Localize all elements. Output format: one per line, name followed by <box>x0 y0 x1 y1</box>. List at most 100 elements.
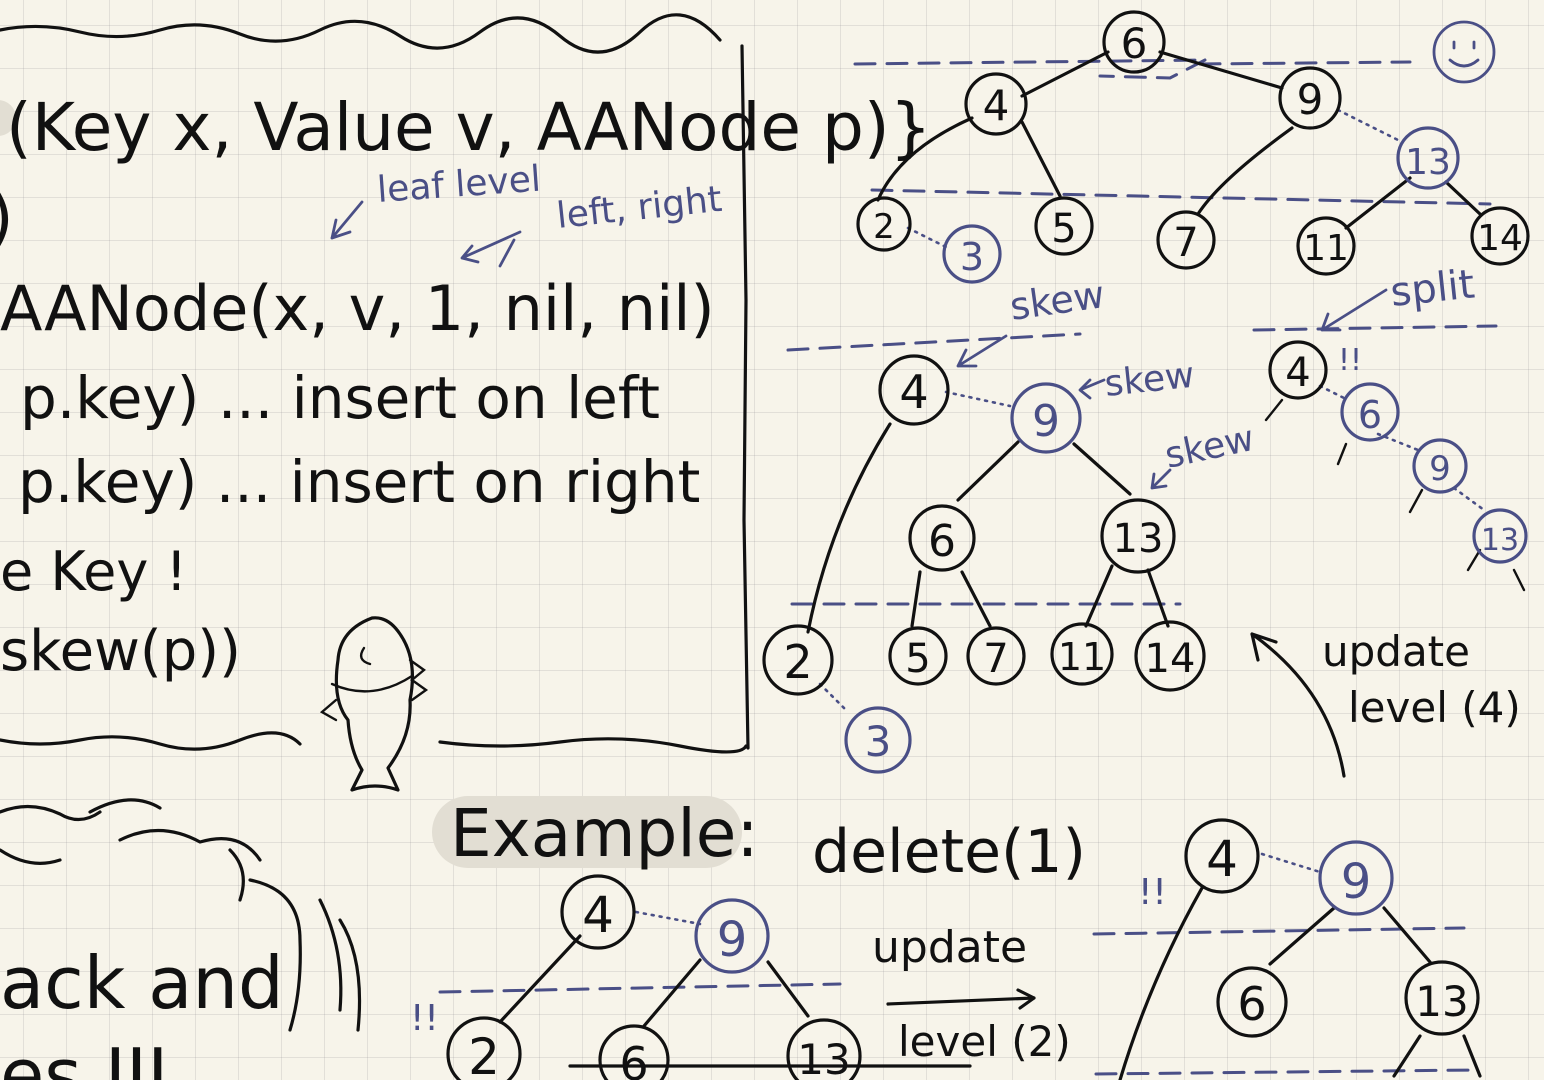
example-right-level-line <box>1092 926 1466 936</box>
smiley-doodle <box>1432 20 1496 84</box>
example-node-13 <box>786 1018 862 1080</box>
mid-node-5 <box>888 626 948 686</box>
mid-node-3 <box>844 706 912 774</box>
tree-top-node-5 <box>1034 196 1094 256</box>
example-label-4: 4 <box>582 886 614 944</box>
note-skew-2: skew <box>1103 355 1197 405</box>
update-note-line1: update <box>1322 627 1470 676</box>
split-label-4: 4 <box>1285 350 1310 396</box>
signature-highlight <box>0 100 16 136</box>
insert-right-line: p.key) ... insert on right <box>18 448 700 516</box>
note-left-right: left, right <box>555 179 724 237</box>
tree-top-label-3: 3 <box>960 235 984 279</box>
box-bottom-border-right <box>438 737 748 754</box>
signature-text: (Key x, Value v, AANode p)} <box>6 89 932 166</box>
example-right-label-13: 13 <box>1415 977 1468 1026</box>
tree-top-node-4 <box>964 72 1028 136</box>
example-update-line1: update <box>872 922 1027 973</box>
example-right-label-6: 6 <box>1237 977 1266 1031</box>
code-box: (Key x, Value v, AANode p)} ) leaf level… <box>0 13 932 792</box>
split-node-13 <box>1472 508 1528 564</box>
example-title: Example: <box>450 795 759 872</box>
mid-node-14 <box>1134 620 1206 692</box>
example-right-node-6 <box>1216 966 1288 1038</box>
split-label-9: 9 <box>1429 449 1451 489</box>
bottom-left-doodles: ack and es III <box>0 798 362 1080</box>
note-leaf-level: leaf level <box>376 159 542 211</box>
split-node-6 <box>1340 382 1400 442</box>
example-right-node-4 <box>1184 818 1260 894</box>
key-line: e Key ! <box>0 540 187 603</box>
box-bottom-border-left <box>0 731 302 751</box>
middle-left-tree: skew skew skew 4 9 6 13 2 3 5 7 11 14 <box>762 272 1346 778</box>
example-highlight <box>432 796 742 868</box>
split-mark: !! <box>1338 343 1362 378</box>
mid-node-4 <box>878 354 950 426</box>
mid-label-3: 3 <box>865 717 892 766</box>
mid-label-2: 2 <box>783 635 812 689</box>
split-label-13: 13 <box>1481 523 1519 558</box>
mid-node-6 <box>908 504 976 572</box>
mid-node-7 <box>966 626 1026 686</box>
example-node-9 <box>694 898 770 974</box>
example-label-9: 9 <box>717 912 748 968</box>
mid-node-9 <box>1010 382 1082 454</box>
example-node-6 <box>598 1024 670 1080</box>
top-tree: 6 4 9 13 2 3 5 7 11 14 <box>853 10 1530 284</box>
note-skew-3: skew <box>1161 418 1257 477</box>
tree-top-node-7 <box>1156 210 1216 270</box>
tree-top-node-11 <box>1296 216 1356 276</box>
mid-node-13 <box>1100 498 1176 574</box>
note-split: split <box>1388 261 1476 316</box>
split-level-line <box>1252 324 1498 332</box>
example-mark: !! <box>410 998 439 1039</box>
tree-top-node-2 <box>856 196 912 252</box>
example-section: Example: delete(1) update level (2) !! 4… <box>410 795 1482 1080</box>
example-node-2 <box>446 1016 522 1080</box>
tree-top-label-7: 7 <box>1173 220 1198 266</box>
insert-left-line: p.key) ... insert on left <box>20 364 660 432</box>
bottom-text-line2: es III <box>0 1033 168 1080</box>
example-right-mark: !! <box>1138 872 1167 913</box>
tree-top-node-3 <box>942 224 1002 284</box>
example-op: delete(1) <box>812 817 1086 887</box>
example-node-4 <box>560 874 636 950</box>
return-line: skew(p)) <box>0 619 241 684</box>
mid-label-5: 5 <box>905 636 930 682</box>
tree-top-label-6: 6 <box>1121 19 1148 68</box>
tree-top-label-14: 14 <box>1477 218 1523 259</box>
middle-right-tree: split !! 4 6 9 13 update level (4) <box>1252 261 1528 732</box>
tree-top-label-2: 2 <box>873 207 895 247</box>
mid-label-14: 14 <box>1145 636 1196 682</box>
bottom-text-line1: ack and <box>0 941 284 1025</box>
new-node-line: AANode(x, v, 1, nil, nil) <box>0 272 715 345</box>
example-label-2: 2 <box>468 1028 500 1080</box>
tree-top-label-4: 4 <box>983 81 1010 130</box>
example-update-line2: level (2) <box>898 1017 1071 1066</box>
example-right-node-9 <box>1318 840 1394 916</box>
tree-top-node-13 <box>1396 126 1460 190</box>
mid-label-7: 7 <box>983 636 1008 682</box>
open-paren: ) <box>0 179 14 256</box>
tree-top-node-14 <box>1470 206 1530 266</box>
example-arrow <box>886 988 1036 1010</box>
mid-level-line-top <box>786 332 1082 352</box>
mid-node-11 <box>1050 622 1114 686</box>
tree-top-label-5: 5 <box>1051 206 1076 252</box>
mid-label-13: 13 <box>1113 516 1164 562</box>
mid-label-11: 11 <box>1058 635 1106 679</box>
arrow-leaf-level <box>330 200 364 240</box>
example-label-6: 6 <box>619 1037 648 1080</box>
arrow-left-right <box>460 230 522 268</box>
tree-top-label-11: 11 <box>1303 228 1349 269</box>
mid-label-6: 6 <box>928 516 956 567</box>
example-level-line <box>438 982 842 994</box>
example-right-node-13 <box>1404 960 1480 1036</box>
box-right-border <box>740 44 750 750</box>
mid-label-4: 4 <box>899 365 928 419</box>
mid-node-2 <box>762 624 834 696</box>
mid-label-9: 9 <box>1032 396 1060 447</box>
tree-top-node-9 <box>1278 66 1342 130</box>
split-label-6: 6 <box>1358 393 1382 437</box>
